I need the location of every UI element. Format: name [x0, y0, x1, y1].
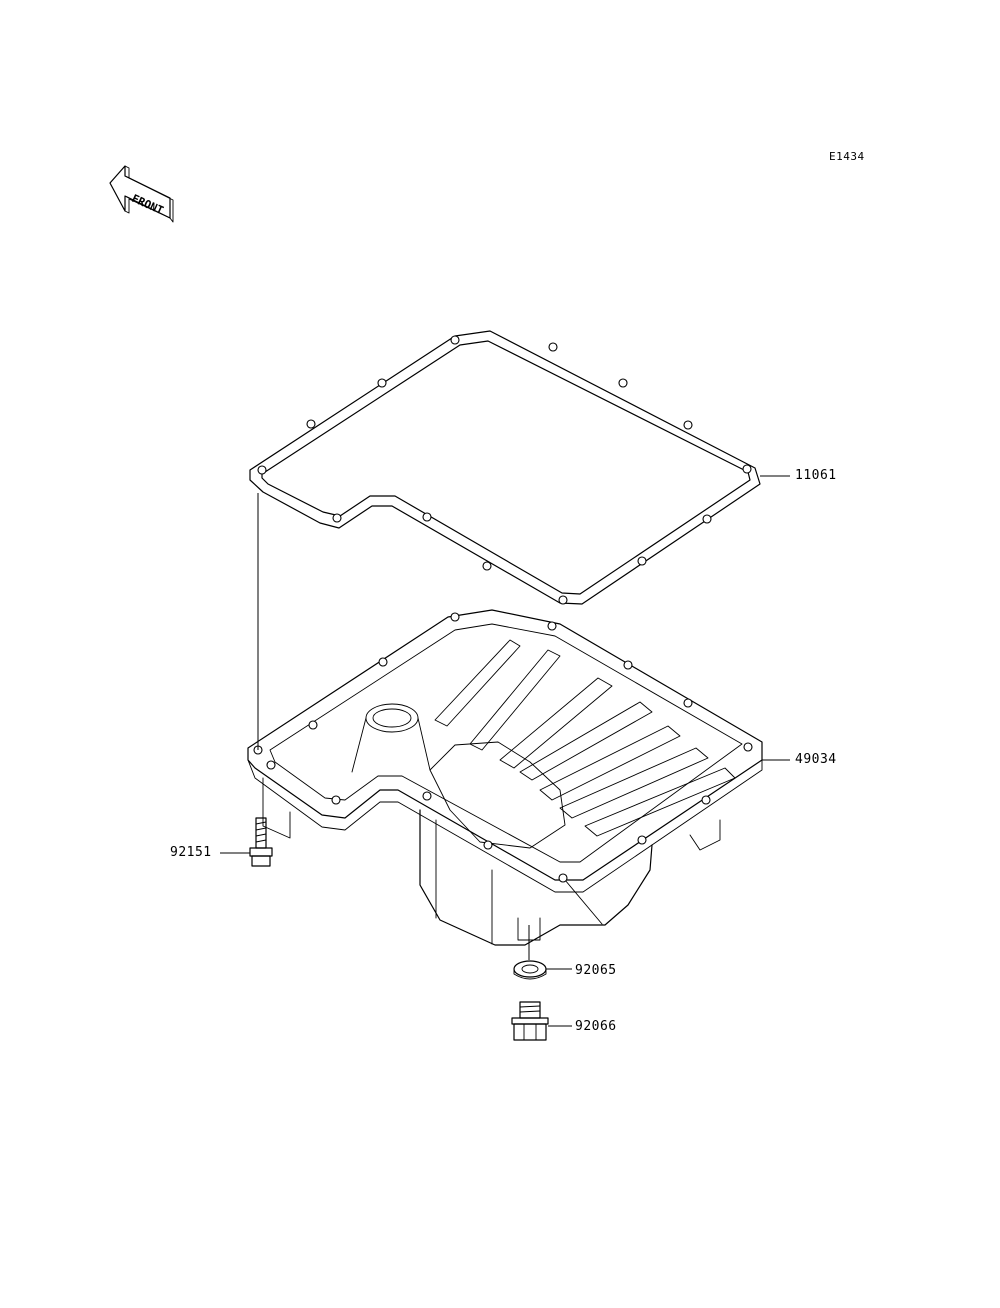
oil-pickup-boss: [351, 703, 431, 773]
drain-washer-part: [513, 960, 547, 980]
leader-lines: [220, 475, 790, 1027]
front-arrow-text: FRONT: [130, 192, 166, 217]
diagram-code: E1434: [829, 150, 865, 163]
flange-bolt-part: [249, 817, 273, 867]
oil-pan-ribs: [434, 639, 736, 837]
part-label-gasket: 11061: [795, 468, 837, 483]
gasket-bolt-holes: [257, 335, 752, 605]
drain-plug-part: [511, 1001, 549, 1041]
part-label-oil-pan: 49034: [795, 752, 837, 767]
gasket-part: [249, 330, 761, 605]
part-label-bolt: 92151: [170, 845, 212, 860]
front-arrow-icon: FRONT: [109, 165, 174, 223]
oil-pan-bolt-holes: [253, 612, 753, 883]
oil-pan-part: [247, 609, 763, 946]
part-label-drain-plug: 92066: [575, 1019, 617, 1034]
part-label-washer: 92065: [575, 963, 617, 978]
